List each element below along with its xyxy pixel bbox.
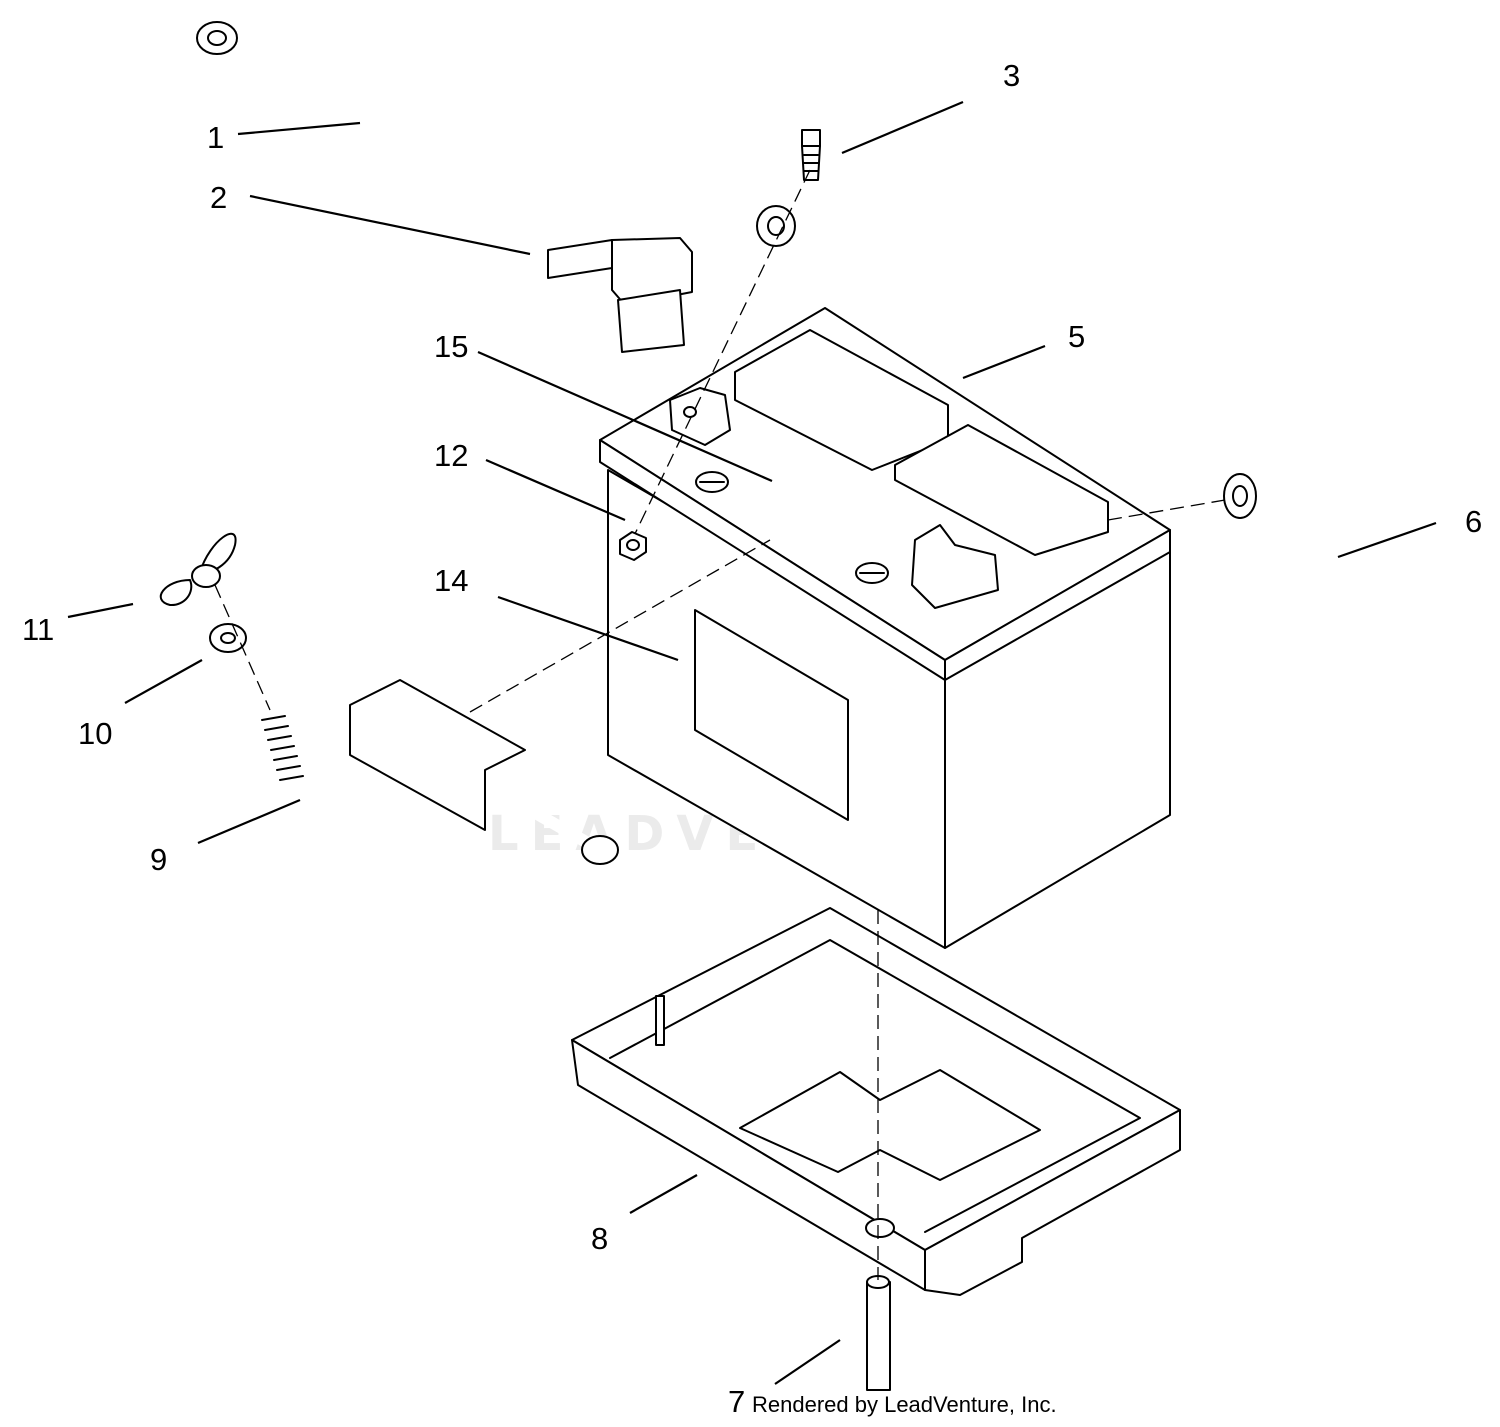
callout-6: 6 — [1465, 504, 1482, 539]
support-tube — [866, 1275, 891, 1391]
terminal-cover — [547, 237, 693, 353]
battery-cable — [196, 21, 796, 247]
j-bolt — [261, 705, 396, 1053]
callout-5: 5 — [1068, 319, 1085, 354]
callout-14: 14 — [434, 563, 468, 598]
leader-lines — [67, 100, 1437, 1385]
callout-3: 3 — [1003, 58, 1020, 93]
callout-15: 15 — [434, 329, 468, 364]
callout-9: 9 — [150, 842, 167, 877]
callout-11: 11 — [22, 612, 54, 647]
ground-cable — [1223, 473, 1415, 667]
callout-1: 1 — [207, 120, 224, 155]
assembly-lines — [214, 169, 1226, 1280]
battery — [599, 307, 1171, 949]
terminal-nut — [619, 531, 647, 561]
hold-down-bar — [209, 623, 619, 865]
credit-text: Rendered by LeadVenture, Inc. — [752, 1392, 1057, 1417]
battery-tray — [571, 907, 1181, 1296]
callout-2: 2 — [210, 180, 227, 215]
callout-8: 8 — [591, 1221, 608, 1256]
callout-10: 10 — [78, 716, 112, 751]
callout-labels: 1 2 3 5 6 7 8 9 10 11 12 14 15 — [22, 58, 1482, 1419]
callout-7: 7 — [728, 1384, 745, 1419]
callout-12: 12 — [434, 438, 468, 473]
wing-nut — [159, 532, 237, 607]
terminal-bolt — [801, 129, 821, 181]
